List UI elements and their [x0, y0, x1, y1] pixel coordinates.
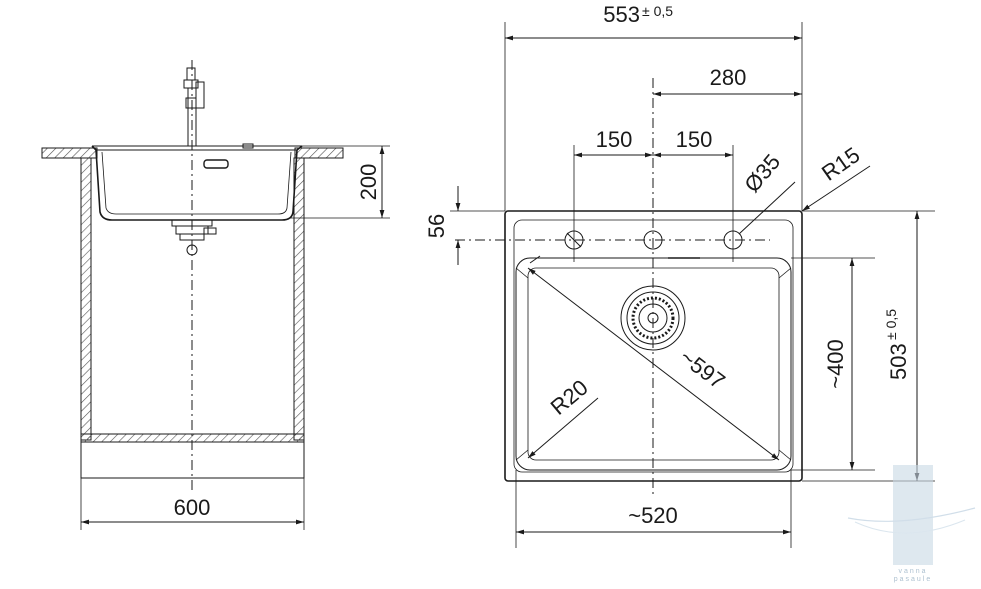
sink-bowl-outer: [91, 145, 303, 221]
dim-total-length: 503: [886, 343, 911, 380]
dim-hole-diameter: Ø35: [739, 149, 785, 197]
dim-outer-radius: R15: [817, 142, 864, 186]
dim-bowl-depth: 200: [356, 164, 381, 201]
tap-icon: [183, 67, 254, 149]
brand-logo: vanna pasaule: [847, 465, 976, 583]
dim-total-width-tolerance: ± 0,5: [642, 3, 673, 19]
countertop-right: [294, 147, 344, 159]
cabinet-wall-left: [80, 157, 92, 441]
dim-deck-depth: 56: [424, 214, 449, 238]
dim-total-length-tolerance: ± 0,5: [883, 309, 899, 340]
dim-bowl-width: ~520: [628, 503, 678, 528]
dim-tap-offset: 280: [710, 65, 747, 90]
dim-inner-radius: R20: [546, 375, 593, 420]
svg-text:pasaule: pasaule: [894, 576, 933, 583]
countertop-left: [41, 147, 98, 159]
side-view: 200 600: [41, 60, 390, 530]
dim-total-width: 553: [603, 2, 640, 27]
overflow-slot: [203, 159, 229, 169]
drain-icon: [171, 219, 217, 256]
top-view: 553 ± 0,5 280 150 150 Ø35 R15 56 ~597 R2…: [424, 2, 935, 548]
dim-cabinet-width: 600: [174, 495, 211, 520]
svg-text:vanna: vanna: [898, 568, 927, 575]
sink-bowl-inner: [101, 151, 292, 215]
dim-bowl-length: ~400: [823, 339, 848, 389]
dim-hole-spacing-left: 150: [596, 127, 633, 152]
cabinet-wall-right: [293, 157, 305, 441]
dim-hole-spacing-right: 150: [676, 127, 713, 152]
